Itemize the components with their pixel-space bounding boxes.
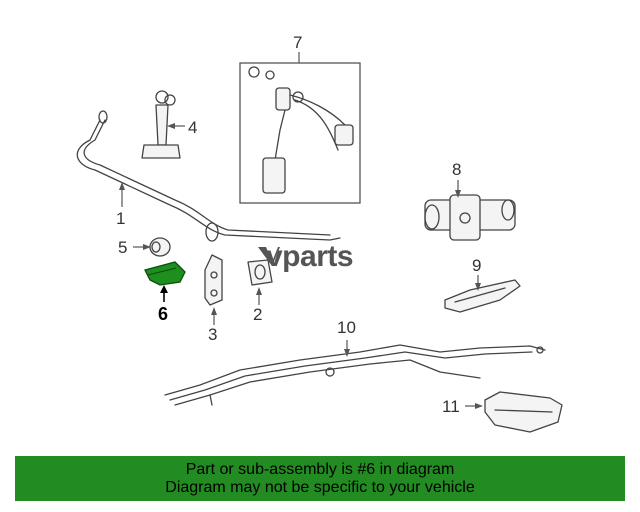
callout-9: 9: [472, 256, 481, 275]
footer-line-2: Diagram may not be specific to your vehi…: [165, 478, 475, 496]
svg-text:vparts: vparts: [266, 240, 353, 273]
callout-7: 7: [293, 33, 302, 52]
parts-diagram: 7 1 4 5 6: [76, 33, 563, 433]
callout-1: 1: [116, 209, 125, 228]
callout-3: 3: [208, 325, 217, 344]
callout-5: 5: [118, 238, 127, 257]
part-1-stabilizer-bar: [76, 110, 341, 242]
callout-11: 11: [442, 397, 460, 416]
part-8-actuator: [424, 194, 516, 241]
callout-4: 4: [188, 118, 197, 137]
part-9-shield: [444, 279, 521, 313]
callout-6: 6: [158, 304, 168, 324]
footer-line-1: Part or sub-assembly is #6 in diagram: [185, 460, 455, 478]
part-11-skid-plate: [484, 391, 563, 433]
part-10-tube-assembly: [164, 344, 546, 406]
part-4-stabilizer-link: [141, 90, 181, 159]
callout-8: 8: [452, 160, 461, 179]
part-7-sensor-bracket: [248, 66, 354, 194]
footer-banner: Part or sub-assembly is #6 in diagram Di…: [15, 456, 625, 501]
callout-2: 2: [253, 305, 262, 324]
callout-10: 10: [337, 318, 356, 337]
part-5-bushing: [149, 237, 171, 257]
part-2-bushing: [247, 259, 273, 286]
vparts-logo: vparts: [258, 240, 354, 273]
part-6-bracket-highlighted: [144, 261, 186, 286]
part-3-bracket: [204, 254, 223, 306]
